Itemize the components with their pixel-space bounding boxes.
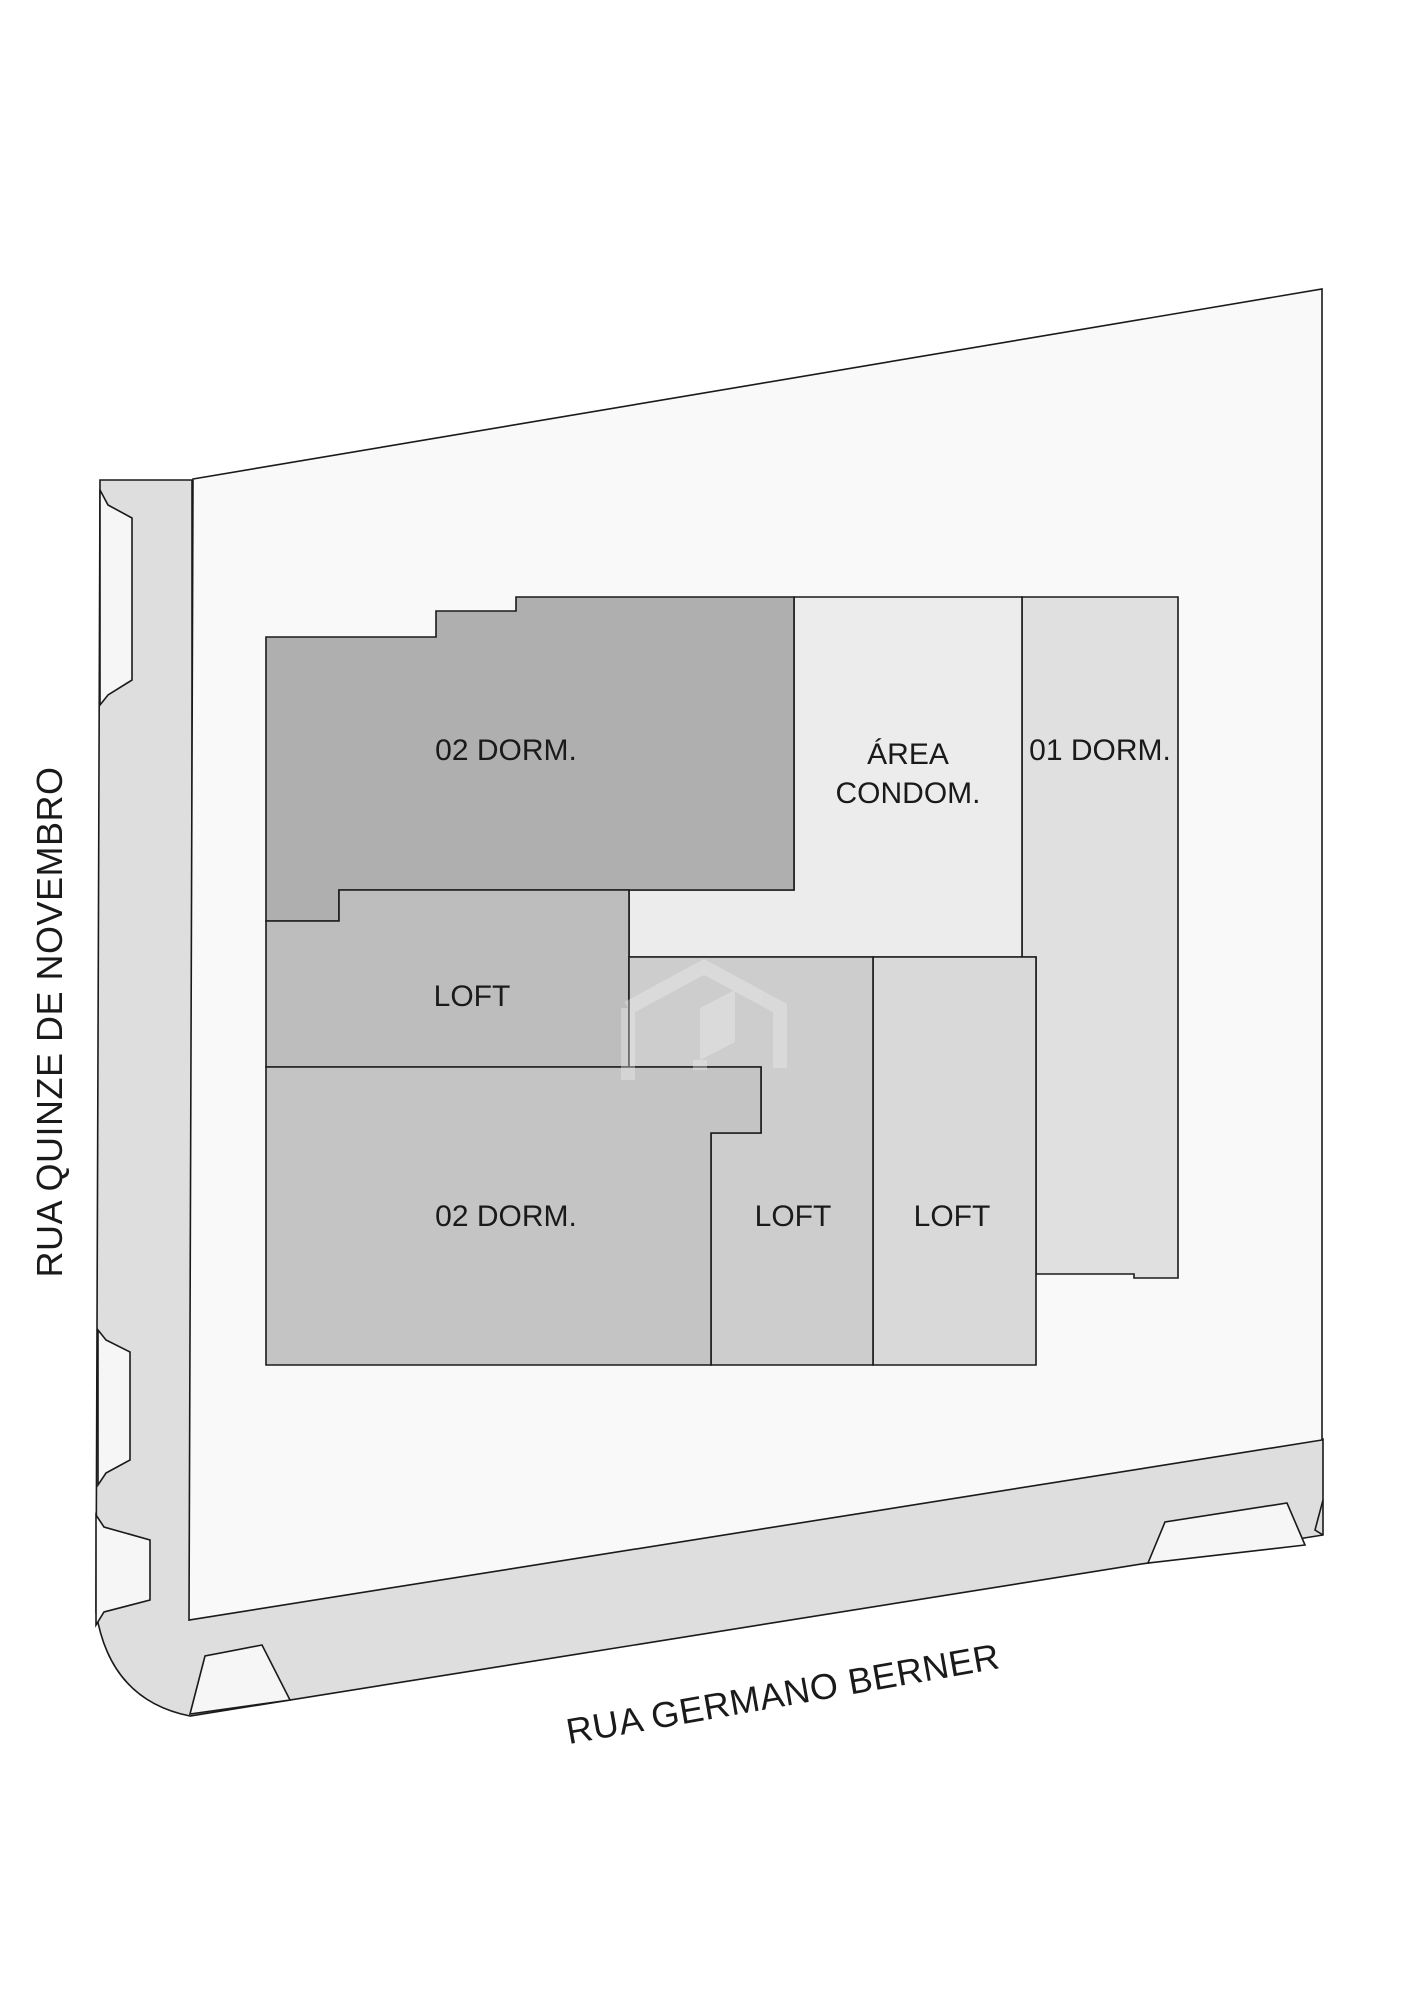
curb-cut	[99, 489, 133, 708]
curb-cut	[95, 1512, 151, 1628]
curb-notch	[1314, 1499, 1324, 1536]
street-south-label: RUA GERMANO BERNER	[563, 1635, 1003, 1752]
curb-cuts-west	[95, 489, 151, 1628]
curb-cut	[1146, 1502, 1307, 1564]
unit-dorm1-shape	[1021, 596, 1179, 1279]
unit-dorm1-label: 01 DORM.	[1029, 734, 1171, 767]
curb-cuts-south	[188, 1502, 1307, 1715]
unit-dorm2-bottom-shape	[265, 1066, 762, 1366]
curb-cut	[188, 1644, 292, 1715]
street-west-label: RUA QUINZE DE NOVEMBRO	[29, 766, 70, 1277]
unit-dorm2-top-label: 02 DORM.	[435, 734, 577, 767]
unit-loft-right-label: LOFT	[914, 1200, 991, 1233]
unit-loft-left-label: LOFT	[434, 980, 511, 1013]
curb-cut	[97, 1327, 131, 1488]
unit-area-condom-label-line2: CONDOM.	[836, 777, 981, 810]
unit-dorm2-bottom-label: 02 DORM.	[435, 1200, 577, 1233]
unit-area-condom-label-line1: ÁREA	[867, 738, 949, 771]
unit-loft-middle-label: LOFT	[755, 1200, 832, 1233]
unit-loft-right-shape	[872, 956, 1037, 1366]
watermark-logo-icon	[621, 959, 787, 1080]
sidewalk	[95, 479, 1324, 1717]
